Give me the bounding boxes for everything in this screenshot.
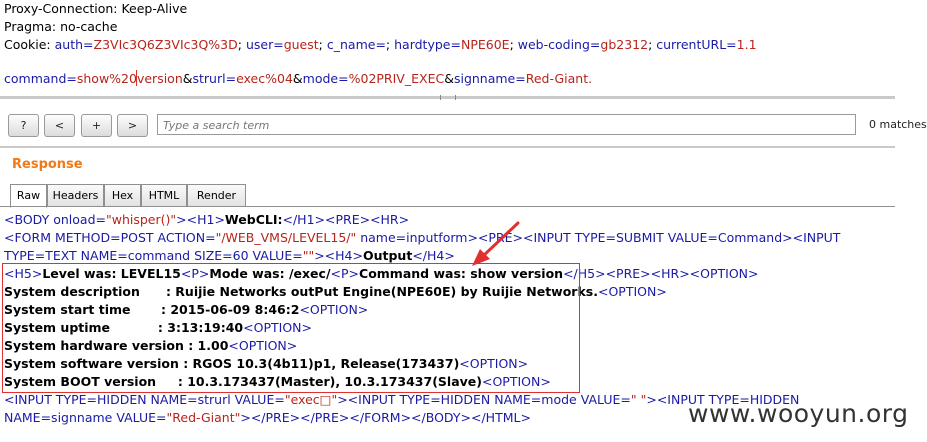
param-separator: ; [318,37,327,52]
code-line: System uptime : 3:13:19:40<OPTION> [4,320,312,335]
param-value: NPE60E [460,37,510,52]
highlight-box [2,263,580,393]
param-value: Red-Giant. [525,71,593,86]
param-value: guest [283,37,319,52]
equals-sign: = [83,37,94,52]
pane-divider[interactable] [0,95,895,100]
request-pane[interactable]: Proxy-Connection: Keep-Alive Pragma: no-… [0,0,895,96]
next-button[interactable]: > [117,114,148,137]
param-separator: & [444,71,454,86]
response-body[interactable]: <BODY onload="whisper()"><H1>WebCLI:</H1… [0,210,895,442]
param-separator: ; [648,37,657,52]
equals-sign: = [66,71,77,86]
param-name: user [245,37,274,52]
code-line: System description : Ruijie Networks out… [4,284,667,299]
tab-render[interactable]: Render [187,184,246,207]
param-value: show%20version [76,71,183,86]
divider-grip-icon[interactable] [440,95,456,100]
param-name: mode [302,71,339,86]
code-line: <H5>Level was: LEVEL15<P>Mode was: /exec… [4,266,759,281]
equals-sign: = [338,71,349,86]
equals-sign: = [273,37,284,52]
header-cookie: Cookie: auth=Z3VIc3Q6Z3VIc3Q%3D; user=gu… [4,37,757,52]
header-proxy-connection: Proxy-Connection: Keep-Alive [4,1,188,16]
section-divider [0,146,895,148]
cookie-values: auth=Z3VIc3Q6Z3VIc3Q%3D; user=guest; c_n… [55,37,757,52]
code-line: System BOOT version : 10.3.173437(Master… [4,374,551,389]
tab-raw[interactable]: Raw [10,184,47,208]
equals-sign: = [450,37,461,52]
param-name: signname [453,71,516,86]
text-cursor [136,70,137,86]
param-value: gb2312 [600,37,649,52]
param-value: Z3VIc3Q6Z3VIc3Q%3D [93,37,238,52]
equals-sign: = [225,71,237,86]
param-separator: & [182,71,193,86]
param-value: exec%04 [236,71,293,86]
param-value: %02PRIV_EXEC [348,71,445,86]
search-bar: ? < + > Type a search term 0 matches [0,106,927,146]
match-count: 0 matches [869,118,927,131]
param-separator: ; [385,37,395,52]
param-separator: & [292,71,303,86]
param-name: strurl [192,71,226,86]
param-value: 1.1 [736,37,757,52]
param-name: web-coding [517,37,590,52]
search-input[interactable]: Type a search term [157,114,856,135]
equals-sign: = [375,37,386,52]
param-name: auth [54,37,84,52]
code-line: <FORM METHOD=POST ACTION="/WEB_VMS/LEVEL… [4,230,841,245]
param-name: command [4,71,67,86]
code-line: System software version : RGOS 10.3(4b11… [4,356,529,371]
add-button[interactable]: + [81,114,112,137]
param-separator: ; [509,37,518,52]
tab-headers[interactable]: Headers [47,184,104,207]
code-line: NAME=signname VALUE="Red-Giant"></PRE></… [4,410,531,425]
header-pragma: Pragma: no-cache [4,19,118,34]
equals-sign: = [515,71,526,86]
param-name: hardtype [394,37,451,52]
previous-button[interactable]: < [44,114,75,137]
param-separator: ; [237,37,246,52]
code-line: <INPUT TYPE=HIDDEN NAME=strurl VALUE="ex… [4,392,800,407]
code-line: <BODY onload="whisper()"><H1>WebCLI:</H1… [4,212,410,227]
request-body: command=show%20version&strurl=exec%04&mo… [4,71,592,86]
watermark: www.wooyun.org [688,399,909,428]
code-line: System start time : 2015-06-09 8:46:2<OP… [4,302,369,317]
help-button[interactable]: ? [8,114,39,137]
code-line: System hardware version : 1.00<OPTION> [4,338,298,353]
response-title: Response [12,157,83,172]
tab-hex[interactable]: Hex [104,184,141,207]
code-line: TYPE=TEXT NAME=command SIZE=60 VALUE="">… [4,248,455,263]
tab-html[interactable]: HTML [141,184,187,207]
equals-sign: = [726,37,737,52]
tab-underline [0,206,895,207]
param-name: currentURL [656,37,727,52]
equals-sign: = [589,37,601,52]
param-name: c_name [326,37,376,52]
